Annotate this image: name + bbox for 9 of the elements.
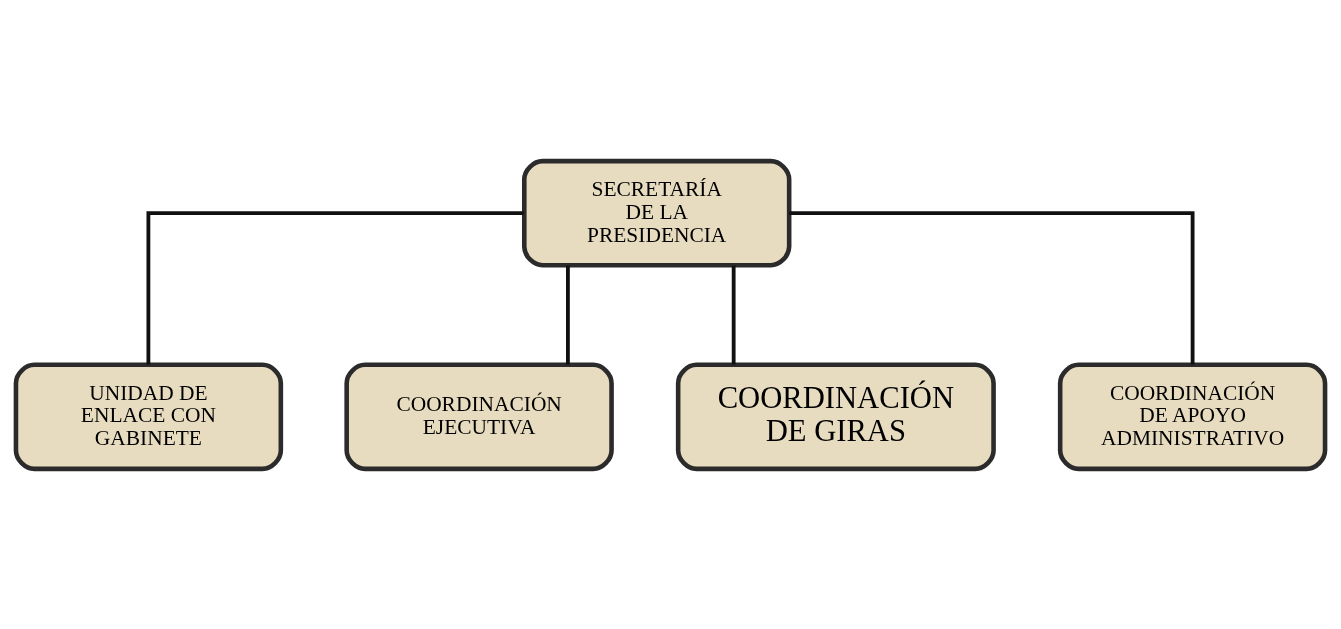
node-box: SECRETARÍA DE LA PRESIDENCIA (522, 158, 792, 268)
node-box: COORDINACIÓN DE APOYO ADMINISTRATIVO (1057, 361, 1328, 471)
connector (731, 265, 736, 365)
node-box: COORDINACIÓN DE GIRAS (675, 361, 996, 471)
connector (566, 265, 570, 365)
node-box: COORDINACIÓN EJECUTIVA (344, 361, 614, 471)
node-box: UNIDAD DE ENLACE CON GABINETE (13, 361, 284, 471)
connector (146, 210, 524, 364)
connector (789, 210, 1195, 364)
